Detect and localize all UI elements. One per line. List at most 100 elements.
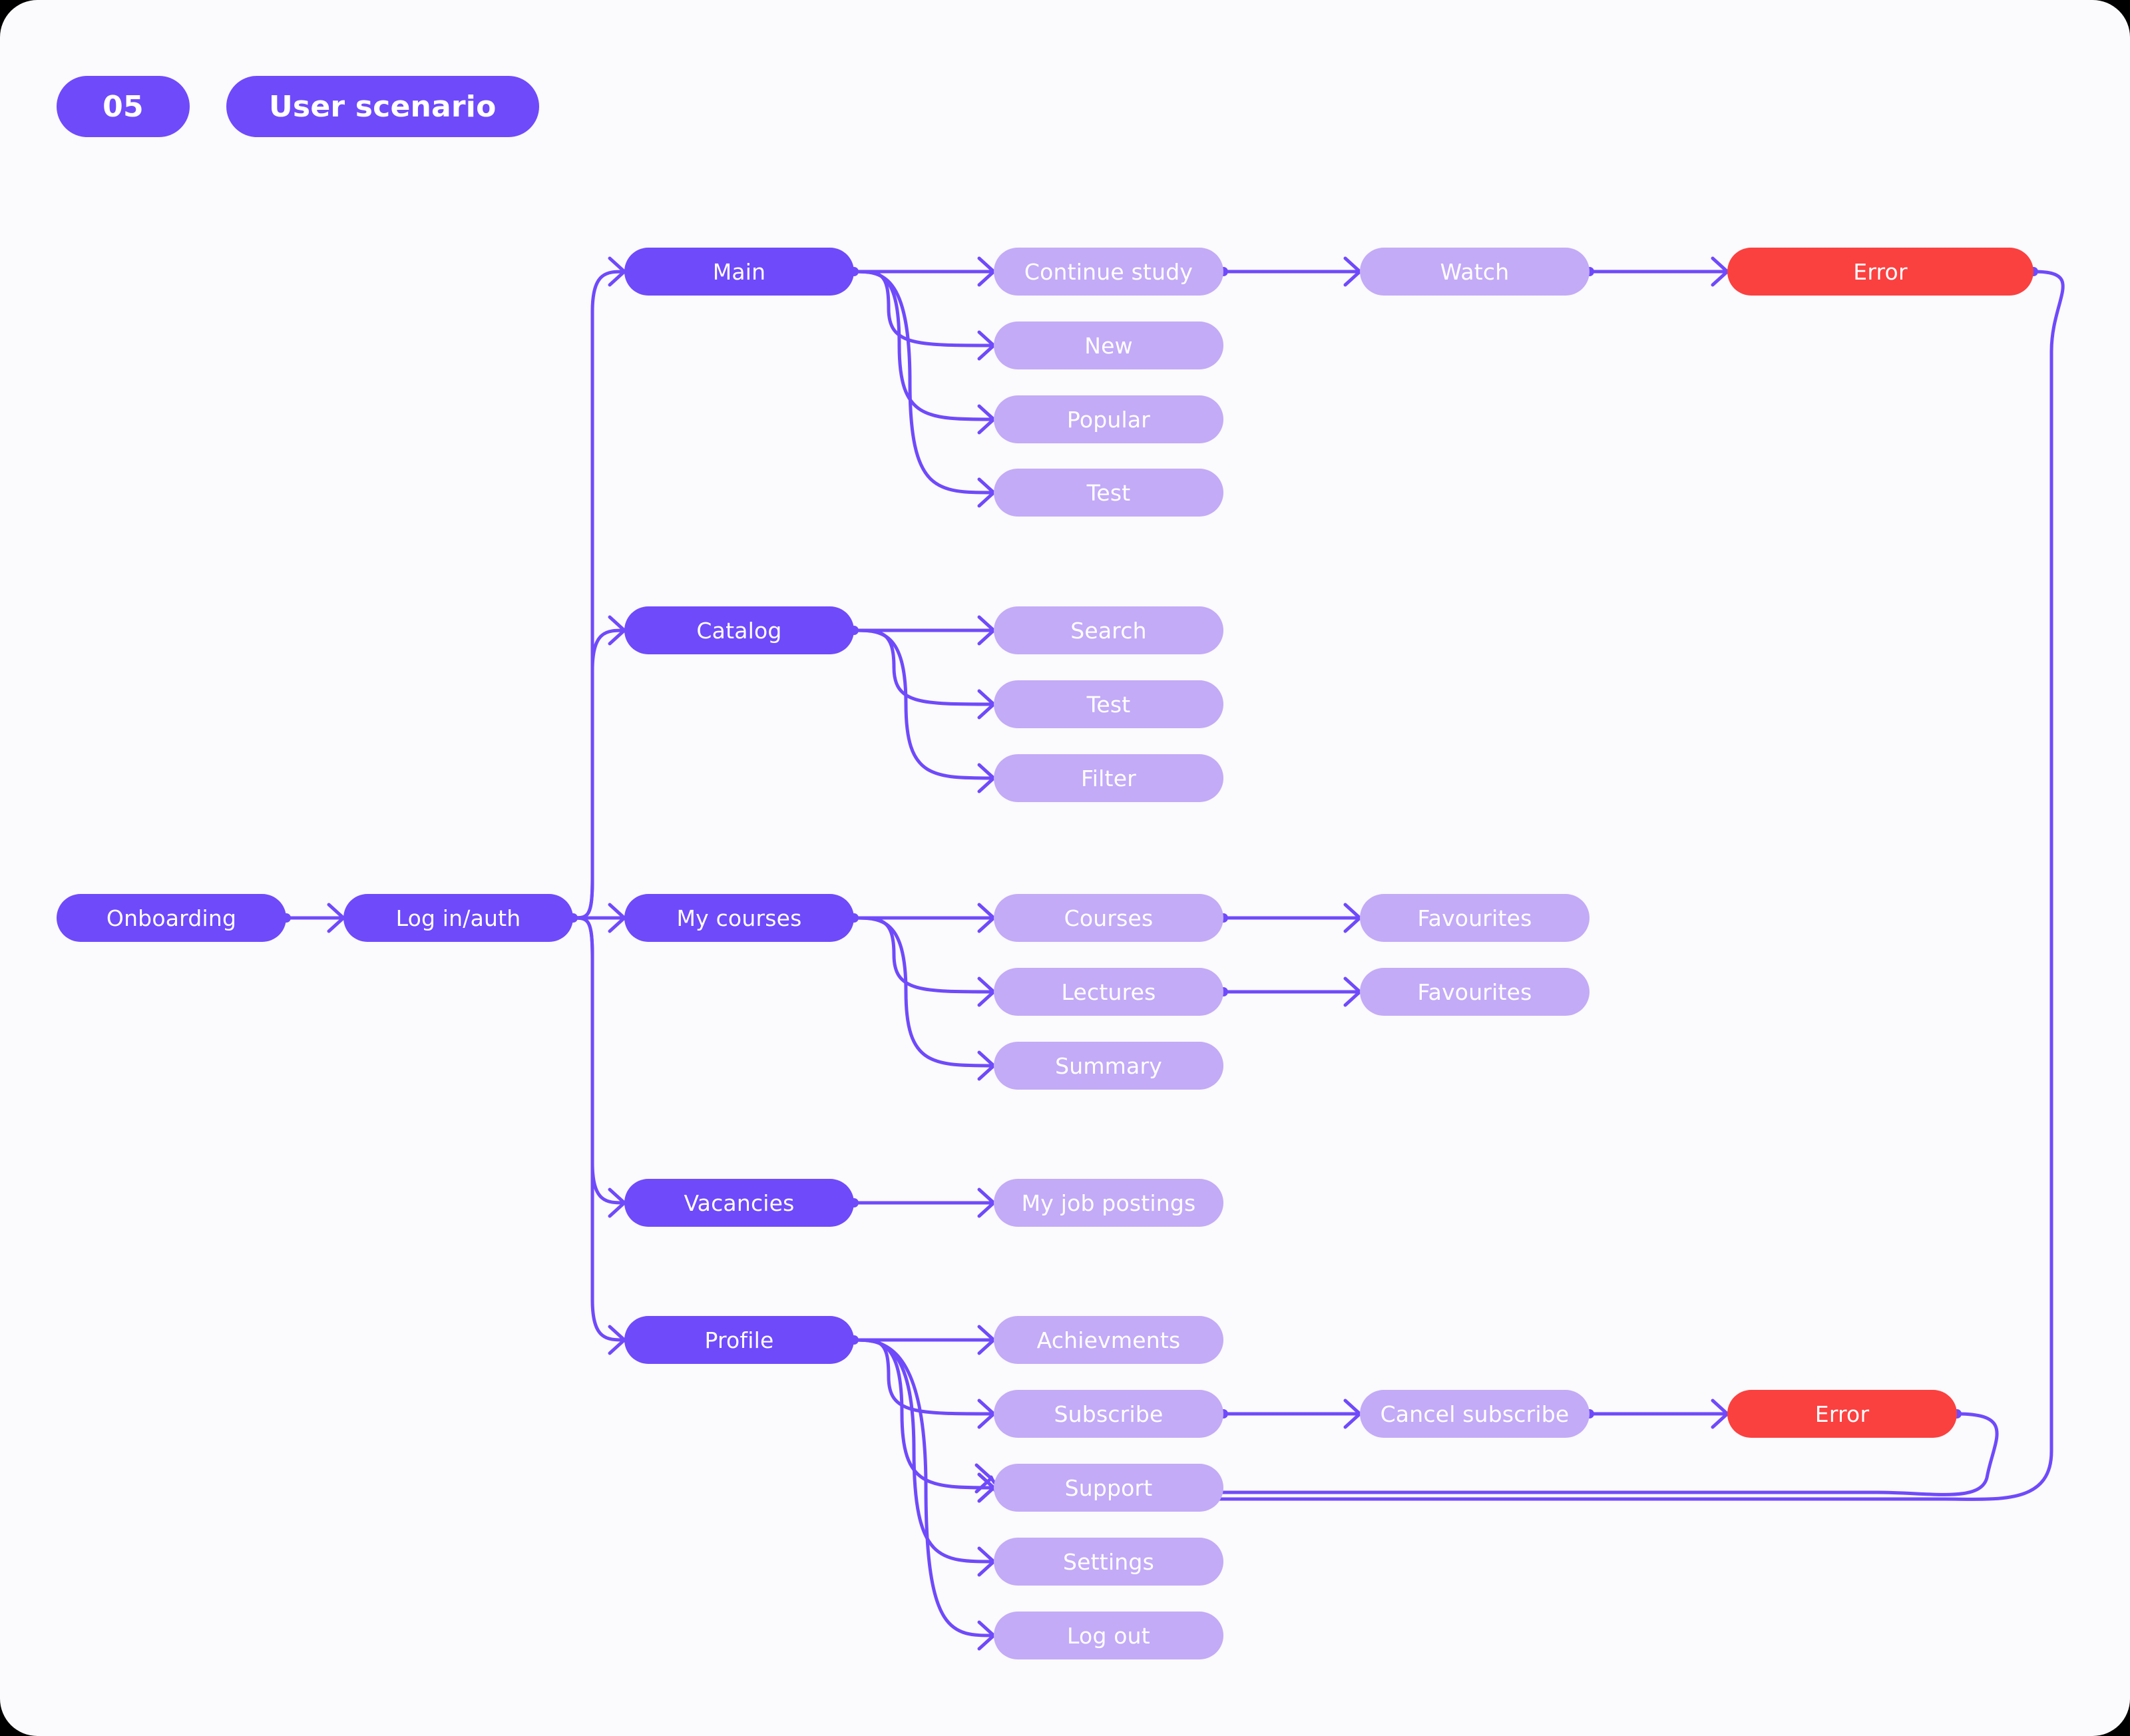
node-label: Test — [1086, 479, 1131, 506]
node-vacancies[interactable]: Vacancies — [624, 1179, 854, 1227]
node-label: Subscribe — [1054, 1401, 1164, 1427]
node-label: Onboarding — [106, 905, 237, 931]
node-main[interactable]: Main — [624, 248, 854, 296]
node-log-out[interactable]: Log out — [994, 1612, 1223, 1659]
node-lectures[interactable]: Lectures — [994, 968, 1223, 1016]
node-label: Continue study — [1024, 258, 1193, 285]
edge-login-vacancies — [571, 916, 626, 1205]
node-label: My courses — [676, 905, 802, 931]
node-filter[interactable]: Filter — [994, 754, 1223, 802]
node-courses[interactable]: Courses — [994, 894, 1223, 942]
node-favourites-1[interactable]: Favourites — [1360, 894, 1590, 942]
edge-arrowhead — [1343, 903, 1362, 933]
edge-arrowhead — [977, 903, 996, 933]
node-label: Favourites — [1417, 978, 1532, 1005]
node-label: Catalog — [696, 617, 782, 644]
edge-my-courses-lectures — [852, 916, 996, 994]
node-login[interactable]: Log in/auth — [343, 894, 573, 942]
node-my-courses[interactable]: My courses — [624, 894, 854, 942]
slide-number-badge: 05 — [57, 76, 190, 137]
node-popular[interactable]: Popular — [994, 395, 1223, 443]
node-profile[interactable]: Profile — [624, 1316, 854, 1364]
node-test-main[interactable]: Test — [994, 469, 1223, 517]
node-label: Filter — [1081, 765, 1136, 791]
edge-login-profile — [571, 916, 626, 1342]
node-search[interactable]: Search — [994, 606, 1223, 654]
edge-arrowhead — [977, 689, 996, 720]
edge-arrowhead — [1711, 256, 1729, 287]
node-onboarding[interactable]: Onboarding — [57, 894, 286, 942]
edge-login-main — [571, 270, 626, 920]
edge-arrowhead — [977, 256, 996, 287]
page-title: User scenario — [226, 76, 539, 137]
node-label: Watch — [1440, 258, 1510, 285]
edge-main-popular — [852, 270, 996, 421]
node-label: Summary — [1055, 1052, 1162, 1079]
edge-arrowhead — [977, 404, 996, 435]
edge-main-new — [852, 270, 996, 347]
edge-arrowhead — [977, 477, 996, 508]
edge-profile-log-out — [852, 1338, 996, 1637]
node-achievments[interactable]: Achievments — [994, 1316, 1223, 1364]
edge-main-test — [852, 270, 996, 495]
edge-arrowhead — [977, 1399, 996, 1429]
edge-arrowhead — [1711, 1399, 1729, 1429]
edge-arrowhead — [977, 1325, 996, 1355]
edge-arrowhead — [608, 615, 626, 646]
edge-arrowhead — [1343, 1399, 1362, 1429]
edge-login-catalog — [571, 628, 626, 920]
node-favourites-2[interactable]: Favourites — [1360, 968, 1590, 1016]
node-new[interactable]: New — [994, 322, 1223, 369]
node-label: Settings — [1063, 1548, 1154, 1575]
edge-arrowhead — [977, 1472, 996, 1503]
edge-arrowhead — [974, 1463, 993, 1494]
edge-arrowhead — [977, 330, 996, 361]
node-error-watch[interactable]: Error — [1727, 248, 2033, 296]
node-test-catalog[interactable]: Test — [994, 680, 1223, 728]
node-label: Log out — [1067, 1622, 1150, 1649]
edge-arrowhead — [977, 1050, 996, 1081]
edge-arrowhead — [608, 256, 626, 287]
node-label: Popular — [1066, 406, 1151, 433]
edge-arrowhead — [608, 1188, 626, 1218]
edge-arrowhead — [977, 1472, 996, 1503]
node-error-subscribe[interactable]: Error — [1727, 1390, 1957, 1438]
edge-catalog-filter — [852, 628, 996, 780]
edge-arrowhead — [608, 903, 626, 933]
node-label: Achievments — [1036, 1327, 1181, 1353]
node-label: Profile — [704, 1327, 774, 1353]
node-label: Support — [1064, 1474, 1153, 1501]
node-my-job-postings[interactable]: My job postings — [994, 1179, 1223, 1227]
node-continue-study[interactable]: Continue study — [994, 248, 1223, 296]
node-label: Error — [1853, 258, 1908, 285]
slide-header: 05 User scenario — [57, 76, 539, 137]
edge-arrowhead — [977, 1546, 996, 1577]
node-catalog[interactable]: Catalog — [624, 606, 854, 654]
node-label: Lectures — [1061, 978, 1156, 1005]
node-watch[interactable]: Watch — [1360, 248, 1590, 296]
node-cancel-subscribe[interactable]: Cancel subscribe — [1360, 1390, 1590, 1438]
edge-arrowhead — [977, 1620, 996, 1651]
node-label: Test — [1086, 691, 1131, 718]
node-settings[interactable]: Settings — [994, 1538, 1223, 1586]
edge-my-courses-summary — [852, 916, 996, 1068]
node-label: New — [1084, 332, 1133, 359]
edge-arrowhead — [977, 1188, 996, 1218]
edge-arrowhead — [1343, 256, 1362, 287]
node-label: Cancel subscribe — [1380, 1401, 1570, 1427]
node-label: My job postings — [1021, 1190, 1196, 1216]
node-label: Courses — [1064, 905, 1154, 931]
node-support[interactable]: Support — [994, 1464, 1223, 1512]
edge-arrowhead — [608, 1325, 626, 1355]
edge-arrowhead — [977, 977, 996, 1007]
node-label: Main — [712, 258, 766, 285]
edge-arrowhead — [327, 903, 345, 933]
edge-profile-subscribe — [852, 1338, 996, 1416]
node-label: Search — [1070, 617, 1147, 644]
edge-arrowhead — [1343, 977, 1362, 1007]
node-summary[interactable]: Summary — [994, 1042, 1223, 1090]
node-label: Vacancies — [684, 1190, 795, 1216]
node-subscribe[interactable]: Subscribe — [994, 1390, 1223, 1438]
